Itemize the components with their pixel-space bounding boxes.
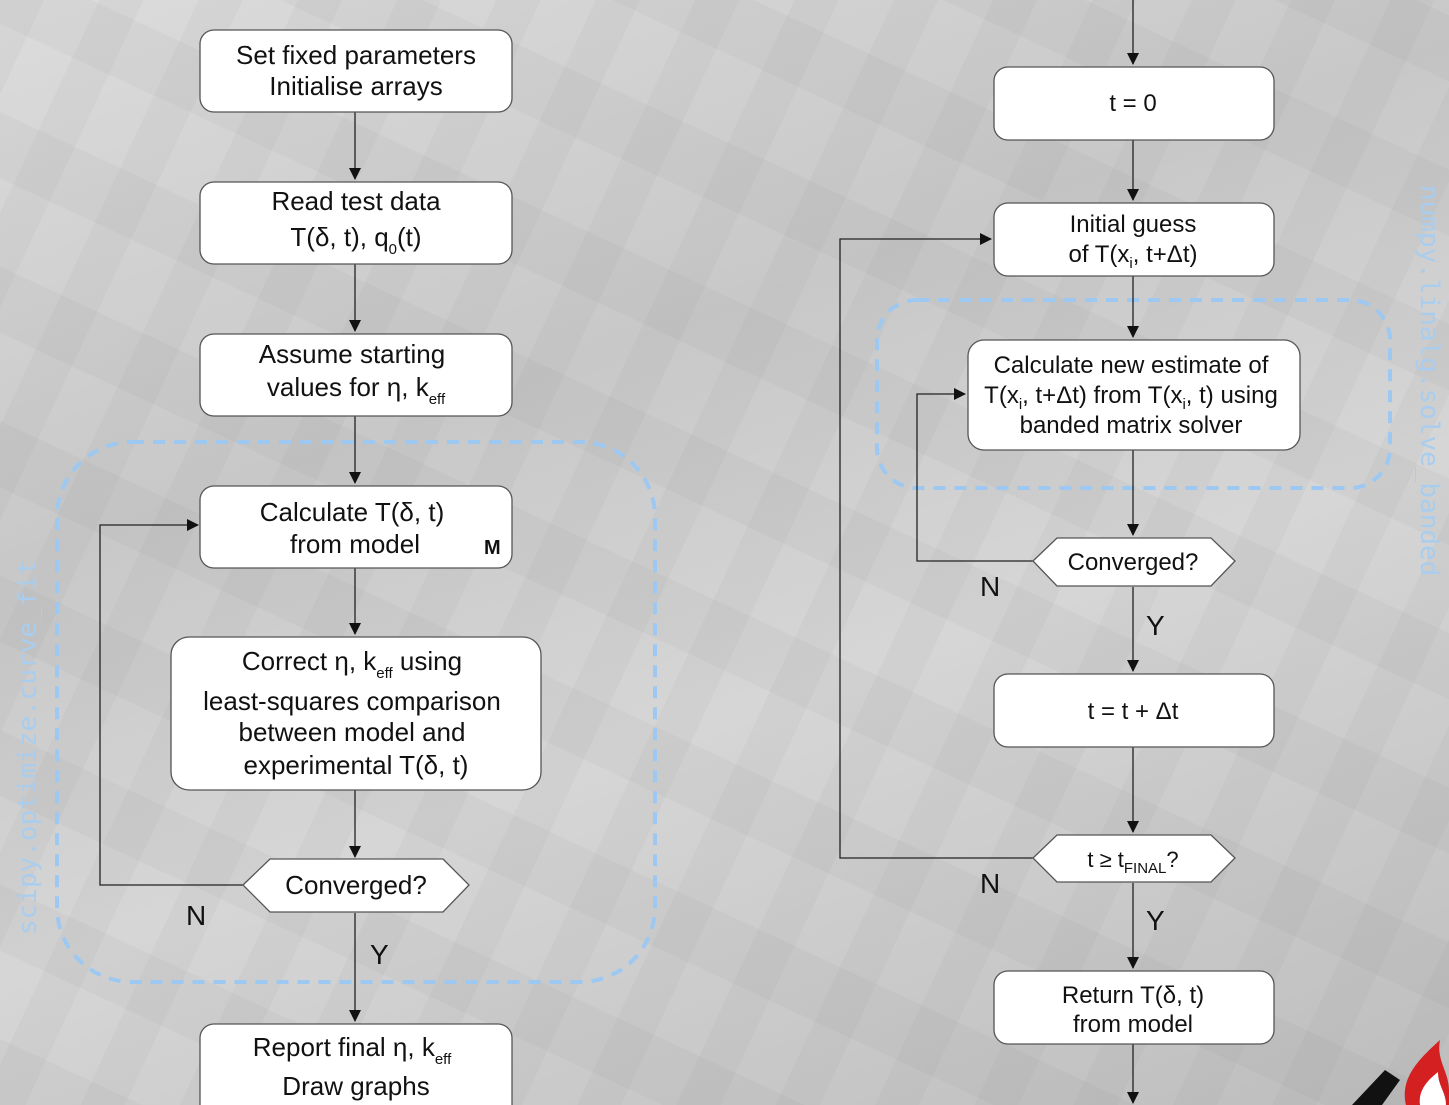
box1-line1: Set fixed parameters: [236, 40, 476, 70]
r-box2-line2: of T(xi, t+Δt): [1069, 241, 1198, 272]
box-increment-time: [993, 673, 1275, 748]
r-box1-text: t = 0: [1109, 90, 1156, 117]
corner-logo: [1352, 1040, 1449, 1105]
r-box3-line2: T(xi, t+Δt) from T(xi, t) using: [984, 382, 1278, 413]
box-initial-guess: [993, 202, 1275, 277]
r-box2-line1: Initial guess: [1070, 211, 1197, 238]
loop-back-arrow-inner: [916, 388, 1033, 562]
loop-back-arrow-outer: [839, 233, 1033, 859]
solve-banded-label: numpy.linalg.solve_banded: [1414, 185, 1444, 576]
box3-line2: values for η, keff: [267, 372, 446, 408]
r-box3-line1: Calculate new estimate of: [994, 352, 1269, 379]
decision-converged-right: [1032, 537, 1236, 587]
right-no-label-1: N: [980, 571, 1000, 602]
box-correct-parameters: [170, 636, 542, 791]
curve-fit-label: scipy.optimize.curve_fit: [13, 559, 43, 935]
decision-converged-left: [242, 858, 470, 913]
right-yes-label-2: Y: [1146, 905, 1165, 936]
box-t-zero: [993, 66, 1275, 141]
left-yes-label: Y: [370, 939, 389, 970]
r-box4-text: t = t + Δt: [1088, 698, 1179, 725]
r-box3-line3: banded matrix solver: [1020, 412, 1243, 439]
decision-left-label: Converged?: [285, 870, 427, 900]
box-assume-values: [199, 333, 513, 417]
box-return-model: [993, 970, 1275, 1045]
box-report-final: [199, 1023, 513, 1105]
model-marker: M: [484, 537, 501, 559]
right-no-label-2: N: [980, 868, 1000, 899]
box2-line2: T(δ, t), q0(t): [290, 222, 421, 258]
box3-line1: Assume starting: [259, 339, 445, 369]
box-calculate-model: [199, 485, 513, 569]
right-yes-label-1: Y: [1146, 610, 1165, 641]
r-box5-line1: Return T(δ, t): [1062, 982, 1204, 1009]
box-calculate-estimate: [967, 339, 1301, 451]
box4-line1: Calculate T(δ, t): [260, 497, 445, 527]
box5-line3: between model and: [239, 717, 466, 747]
box2-line1: Read test data: [271, 186, 441, 216]
box-read-test-data: [199, 181, 513, 265]
r-decision2-label: t ≥ tFINAL?: [1087, 847, 1178, 877]
box-set-parameters: [199, 29, 513, 113]
box5-line4: experimental T(δ, t): [244, 750, 469, 780]
curve-fit-group: [55, 440, 657, 984]
decision-t-final: [1032, 834, 1236, 883]
left-no-label: N: [186, 900, 206, 931]
loop-back-arrow-left: [99, 519, 243, 886]
box6-line1: Report final η, keff: [253, 1032, 452, 1068]
box5-line1: Correct η, keff using: [242, 646, 462, 682]
box1-line2: Initialise arrays: [269, 71, 442, 101]
r-decision1-label: Converged?: [1068, 549, 1199, 576]
r-box5-line2: from model: [1073, 1011, 1193, 1038]
box4-line2: from model: [290, 529, 420, 559]
box6-line2: Draw graphs: [282, 1071, 429, 1101]
box5-line2: least-squares comparison: [203, 686, 501, 716]
